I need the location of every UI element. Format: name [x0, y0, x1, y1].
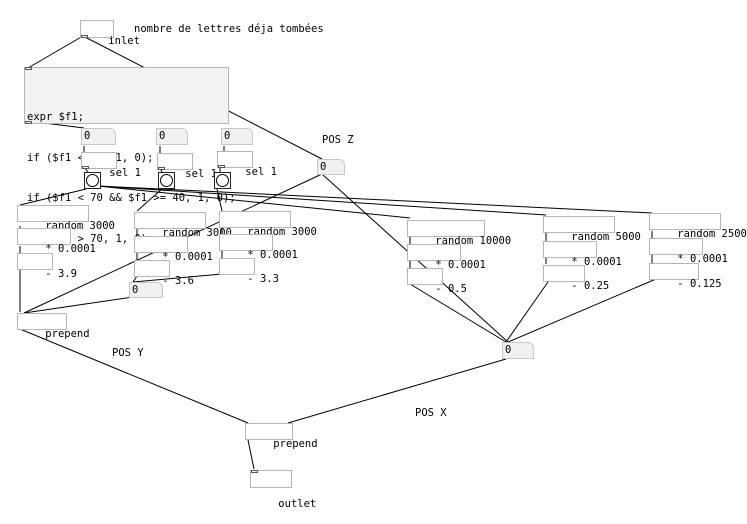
sel-label: sel 1: [185, 168, 217, 180]
inlet-object[interactable]: inlet: [80, 20, 140, 47]
bang-button-2[interactable]: [158, 172, 175, 189]
subtract-object-5[interactable]: - 0.25: [543, 265, 609, 292]
multiply-label: * 0.0001: [435, 259, 486, 271]
bang-button-3[interactable]: [214, 172, 231, 189]
prepend-label: prepend: [45, 328, 90, 340]
sel-object-1[interactable]: sel 1: [81, 152, 141, 179]
bang-circle: [216, 174, 229, 187]
multiply-object-5[interactable]: * 0.0001: [543, 241, 622, 268]
inlet-port[interactable]: [25, 67, 32, 70]
pos-x-comment: POS X: [415, 407, 447, 419]
patch-cord: [97, 185, 411, 219]
expr-line: if ($f1 < 40, 1, 0);: [27, 151, 154, 164]
number-value: 0: [505, 344, 512, 356]
subtract-object-2[interactable]: - 3.6: [134, 260, 194, 287]
patch-cord: [136, 188, 163, 212]
random-object-4[interactable]: random 10000: [407, 220, 511, 247]
subtract-object-1[interactable]: - 3.9: [17, 253, 77, 280]
number-box-a[interactable]: 0: [81, 128, 116, 145]
expr-line: expr $f1;: [27, 110, 84, 123]
random-object-5[interactable]: random 5000: [543, 216, 641, 243]
prepend-object-1[interactable]: prepend: [17, 313, 90, 340]
outlet-port[interactable]: [218, 165, 225, 168]
subtract-object-3[interactable]: - 3.3: [219, 258, 279, 285]
number-value: 0: [84, 130, 91, 142]
random-label: random 2500: [677, 228, 747, 240]
patch-cord: [287, 358, 507, 424]
inlet-label: inlet: [108, 35, 140, 47]
patch-cord: [247, 439, 255, 470]
subtract-label: - 0.5: [435, 283, 467, 295]
multiply-label: * 0.0001: [162, 251, 213, 263]
bang-circle: [86, 174, 99, 187]
multiply-object-6[interactable]: * 0.0001: [649, 238, 728, 265]
pd-patch-canvas[interactable]: inlet nombre de lettres déja tombées exp…: [0, 0, 747, 511]
outlet-label: outlet: [278, 498, 317, 510]
header-comment: nombre de lettres déja tombées: [134, 23, 324, 35]
patch-cord: [97, 185, 653, 214]
subtract-label: - 3.9: [45, 268, 77, 280]
random-label: random 5000: [571, 231, 641, 243]
patch-cord: [27, 35, 84, 69]
expr-object[interactable]: expr $f1; if ($f1 < 40, 1, 0); if ($f1 <…: [24, 67, 236, 245]
outlet-object[interactable]: outlet: [250, 470, 316, 510]
multiply-object-4[interactable]: * 0.0001: [407, 244, 486, 271]
patch-cord: [216, 188, 223, 212]
bang-button-1[interactable]: [84, 172, 101, 189]
multiply-object-2[interactable]: * 0.0001: [134, 236, 213, 263]
outlet-port[interactable]: [25, 121, 32, 124]
subtract-object-6[interactable]: - 0.125: [649, 263, 722, 290]
patch-cords: [19, 35, 657, 470]
prepend-label: prepend: [273, 438, 318, 450]
number-box-pos-y[interactable]: 0: [129, 282, 163, 298]
subtract-label: - 3.6: [162, 275, 194, 287]
patch-cord: [23, 296, 134, 314]
subtract-label: - 0.25: [571, 280, 610, 292]
number-box-c[interactable]: 0: [221, 128, 253, 145]
pos-z-comment: POS Z: [322, 134, 354, 146]
sel-label: sel 1: [109, 167, 141, 179]
patch-cord: [19, 328, 249, 424]
inlet-port[interactable]: [251, 470, 258, 473]
outlet-port[interactable]: [81, 35, 88, 38]
multiply-label: * 0.0001: [677, 253, 728, 265]
pos-y-comment: POS Y: [112, 347, 144, 359]
random-object-1[interactable]: random 3000: [17, 205, 115, 232]
multiply-label: * 0.0001: [247, 249, 298, 261]
patch-cord: [19, 188, 87, 206]
sel-object-2[interactable]: sel 1: [157, 153, 217, 180]
number-value: 0: [320, 161, 327, 173]
patch-cord: [132, 273, 223, 283]
subtract-label: - 3.3: [247, 273, 279, 285]
prepend-object-2[interactable]: prepend: [245, 423, 318, 450]
random-object-6[interactable]: random 2500: [649, 213, 747, 240]
patch-cord: [132, 275, 138, 283]
number-box-pos-x[interactable]: 0: [502, 342, 534, 359]
sel-label: sel 1: [245, 166, 277, 178]
number-box-b[interactable]: 0: [156, 128, 188, 145]
number-box-pos-z[interactable]: 0: [317, 159, 345, 175]
patch-cord: [505, 281, 549, 343]
multiply-object-1[interactable]: * 0.0001: [17, 228, 96, 255]
outlet-port[interactable]: [158, 167, 165, 170]
multiply-object-3[interactable]: * 0.0001: [219, 234, 298, 261]
expr-line: if ($f1 < 70 && $f1 >= 40, 1, 0);: [27, 192, 236, 205]
number-value: 0: [132, 284, 139, 296]
number-value: 0: [159, 130, 166, 142]
outlet-port[interactable]: [82, 166, 89, 169]
bang-circle: [160, 174, 173, 187]
number-value: 0: [224, 130, 231, 142]
random-object-2[interactable]: random 3000: [134, 212, 232, 239]
multiply-label: * 0.0001: [571, 256, 622, 268]
sel-object-3[interactable]: sel 1: [217, 151, 277, 178]
random-object-3[interactable]: random 3000: [219, 211, 317, 238]
subtract-label: - 0.125: [677, 278, 722, 290]
subtract-object-4[interactable]: - 0.5: [407, 268, 467, 295]
patch-cord: [409, 283, 507, 343]
multiply-label: * 0.0001: [45, 243, 96, 255]
patch-cord: [507, 278, 657, 343]
patch-cord: [97, 185, 547, 216]
